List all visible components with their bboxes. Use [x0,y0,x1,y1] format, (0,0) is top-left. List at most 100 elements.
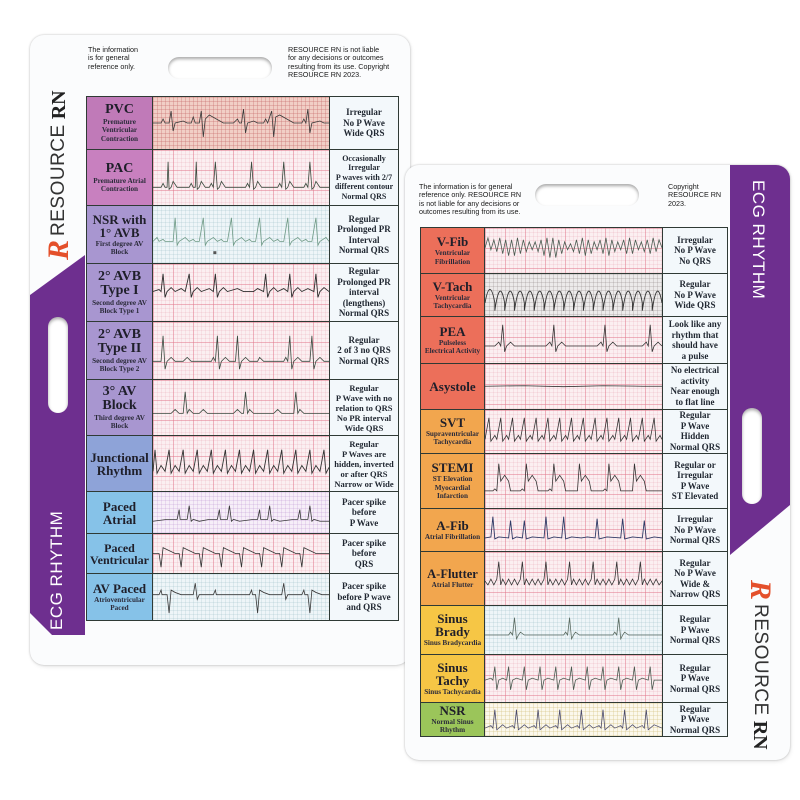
table-row-asystole: Asystole No electrical activity Near eno… [421,363,727,409]
disclaimer-general: The information is for general reference… [419,182,522,217]
ecg-strip-sinus-tachy [485,655,663,702]
table-row-paced-ventricular: Paced Ventricular Pacer spike before QRS [87,533,398,573]
side-label-ecg-rhythm: ECG RHYTHM [749,180,768,300]
rhythm-name: PVC [105,101,134,117]
ecg-strip-2avb-type2 [153,322,330,379]
table-row-pea: PEA Pulseless Electrical Activity Look l… [421,315,727,364]
rhythm-description: Regular P Wave with no relation to QRS N… [330,380,398,435]
table-row-nsr: NSR Normal Sinus Rhythm Regular P Wave N… [421,701,727,736]
rhythm-name: PAC [105,160,134,176]
table-row-paced-atrial: Paced Atrial Pacer spike before P Wave [87,491,398,533]
table-row-v-fib: V-Fib Ventricular Fibrillation Irregular… [421,228,727,274]
rhythm-subtitle: Premature Ventricular Contraction [100,117,139,143]
rhythm-description: Regular P Wave Normal QRS [663,702,727,736]
table-row-pac: PAC Premature Atrial Contraction Occasio… [87,149,398,205]
table-row-sinus-brady: Sinus Brady Sinus Bradycardia Regular P … [421,604,727,655]
rhythm-name: A-Fib [436,517,469,533]
rhythm-description: Occasionally Irregular P waves with 2/7 … [330,150,398,205]
lanyard-slot [168,57,272,79]
disclaimer-liability: RESOURCE RN is not liable for any decisi… [288,45,390,80]
side-label-ecg-rhythm: ECG RHYTHM [47,510,66,630]
rhythm-name: Paced Atrial [102,498,137,527]
rhythm-description: Regular No P Wave Wide QRS [663,274,727,316]
ecg-strip-nsr [485,702,663,736]
rhythm-description: Irregular No P Wave No QRS [663,228,727,274]
rhythm-name: Paced Ventricular [90,540,149,567]
rhythm-description: Regular or Irregular P Wave ST Elevated [663,453,727,508]
rhythm-name: A-Flutter [427,566,478,581]
rhythm-name: PEA [439,323,466,339]
table-row-v-tach: V-Tach Ventricular Tachycardia Regular N… [421,273,727,316]
table-row-pvc: PVC Premature Ventricular Contraction Ir… [87,97,398,149]
rhythm-description: Regular 2 of 3 no QRS Normal QRS [330,322,398,379]
rhythm-name: Sinus Brady [435,611,470,640]
rhythm-subtitle: ST Elevation Myocardial Infarction [432,475,473,501]
rhythm-subtitle: Sinus Bradycardia [423,639,482,648]
rhythm-subtitle: Atrioventricular Paced [94,595,145,613]
ecg-strip-svt [485,409,663,453]
ecg-strip-paced-atrial [153,492,330,533]
rhythm-name: Junctional Rhythm [90,449,149,478]
ecg-badge-card-front: The information is for general reference… [30,35,410,665]
ecg-strip-2avb-type1 [153,264,330,321]
rhythm-subtitle: Premature Atrial Contraction [93,176,146,194]
rhythm-subtitle: First degree AV Block [95,239,144,257]
table-row-2avb-type2: 2° AVB Type II Second degree AV Block Ty… [87,321,398,379]
ecg-strip-pea [485,316,663,364]
rhythm-subtitle: Ventricular Fibrillation [434,249,471,266]
rhythm-description: Pacer spike before P Wave [330,492,398,533]
rhythm-name: SVT [439,414,466,430]
rhythm-subtitle: Pulseless Electrical Activity [424,338,481,356]
ecg-strip-v-tach [485,274,663,316]
ecg-strip-a-flutter [485,552,663,605]
rhythm-description: Regular P Waves are hidden, inverted or … [330,436,398,491]
rhythm-name: 2° AVB Type II [97,326,142,356]
lanyard-slot [535,184,639,206]
rhythm-subtitle: Third degree AV Block [94,413,145,431]
ecg-strip-pvc [153,97,330,149]
rhythm-description: Regular Prolonged PR Interval Normal QRS [330,206,398,263]
table-row-nsr-1avb: NSR with 1° AVB First degree AV Block Re… [87,205,398,263]
rhythm-name: Sinus Tachy [435,659,470,688]
rhythm-description: Regular P Wave Normal QRS [663,605,727,655]
rhythm-description: Irregular No P Wave Normal QRS [663,508,727,552]
rhythm-name: AV Paced [92,580,147,596]
logo-r-icon: R [42,239,75,260]
resource-rn-logo: R RESOURCE RN [744,580,777,750]
ecg-strip-a-fib [485,508,663,552]
rhythm-subtitle: Ventricular Tachycardia [433,293,472,311]
rhythm-description: Regular P Wave Hidden Normal QRS [663,409,727,453]
table-row-a-fib: A-Fib Atrial Fibrillation Irregular No P… [421,507,727,552]
rhythm-subtitle: Second degree AV Block Type 2 [92,356,147,374]
table-row-2avb-type1: 2° AVB Type I Second degree AV Block Typ… [87,263,398,321]
ecg-strip-junctional [153,436,330,491]
rhythm-description: No electrical activity Near enough to fl… [663,364,727,409]
rhythm-name: NSR [439,702,466,718]
disclaimer-general: The information is for general reference… [88,45,138,71]
ecg-strip-av-paced [153,574,330,620]
clip-slot [48,317,68,413]
rhythm-name: 3° AV Block [102,383,137,413]
rhythm-description: Pacer spike before QRS [330,534,398,573]
rhythm-description: Pacer spike before P wave and QRS [330,574,398,620]
rhythm-subtitle: Sinus Tachycardia [424,687,481,696]
ecg-strip-stemi [485,453,663,508]
rhythm-table-left: PVC Premature Ventricular Contraction Ir… [86,96,399,621]
ecg-strip-3av-block [153,380,330,435]
rhythm-name: STEMI [431,460,474,476]
clip-slot [742,408,762,504]
table-row-junctional: Junctional Rhythm Regular P Waves are hi… [87,435,398,491]
rhythm-subtitle: Normal Sinus Rhythm [431,717,474,735]
ecg-strip-asystole [485,364,663,409]
ecg-strip-pac [153,150,330,205]
rhythm-subtitle: Second degree AV Block Type 1 [92,298,147,316]
logo-r-icon: R [744,580,777,601]
rhythm-name: V-Fib [436,234,469,250]
ecg-badge-card-back: The information is for general reference… [405,165,790,760]
table-row-svt: SVT Supraventricular Tachycardia Regular… [421,408,727,453]
ecg-strip-paced-ventricular [153,534,330,573]
rhythm-description: Regular P Wave Normal QRS [663,655,727,702]
rhythm-name: Asystole [429,378,476,394]
rhythm-description: Regular Prolonged PR interval (lengthens… [330,264,398,321]
table-row-av-paced: AV Paced Atrioventricular Paced Pacer sp… [87,573,398,620]
